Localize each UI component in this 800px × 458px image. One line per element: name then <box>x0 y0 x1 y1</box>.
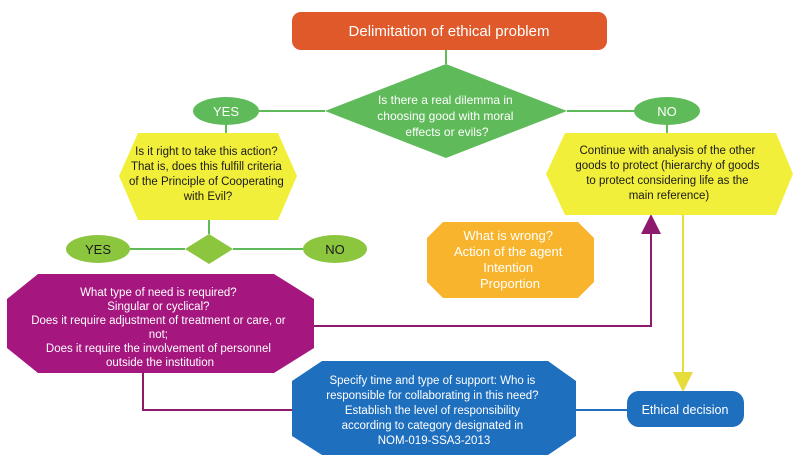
yes-top-node: YES <box>193 97 259 125</box>
continue-analysis-text: Continue with analysis of the other good… <box>575 145 762 202</box>
ethical-decision-text: Ethical decision <box>642 403 729 417</box>
no-mid-node: NO <box>303 235 367 263</box>
what-is-wrong: What is wrong? Action of the agent Inten… <box>427 222 594 298</box>
no-top-label: NO <box>657 104 677 119</box>
ethical-decision: Ethical decision <box>627 391 744 427</box>
connector-need-to-support <box>142 372 292 411</box>
support-specification-text: Specify time and type of support: Who is… <box>326 375 541 447</box>
connectors <box>130 50 693 411</box>
need-type-text: What type of need is required? Singular … <box>31 287 289 369</box>
start-node: Delimitation of ethical problem <box>292 12 607 50</box>
yes-mid-node: YES <box>66 235 130 263</box>
connector-need-to-continue <box>314 214 661 327</box>
cooperating-question: Is it right to take this action? That is… <box>119 133 297 220</box>
yes-mid-label: YES <box>85 242 111 257</box>
continue-analysis: Continue with analysis of the other good… <box>546 133 793 215</box>
start-node-text: Delimitation of ethical problem <box>349 23 550 40</box>
cooperating-question-text: Is it right to take this action? That is… <box>129 146 287 203</box>
yes-top-label: YES <box>213 104 239 119</box>
what-is-wrong-text: What is wrong? Action of the agent Inten… <box>454 228 566 291</box>
dilemma-decision-text: Is there a real dilemma in choosing good… <box>377 93 516 139</box>
dilemma-decision: Is there a real dilemma in choosing good… <box>325 64 567 158</box>
cooperating-decision-diamond <box>185 234 233 264</box>
support-specification: Specify time and type of support: Who is… <box>292 361 576 455</box>
no-top-node: NO <box>634 97 700 125</box>
need-type: What type of need is required? Singular … <box>7 274 314 373</box>
no-mid-label: NO <box>325 242 345 257</box>
